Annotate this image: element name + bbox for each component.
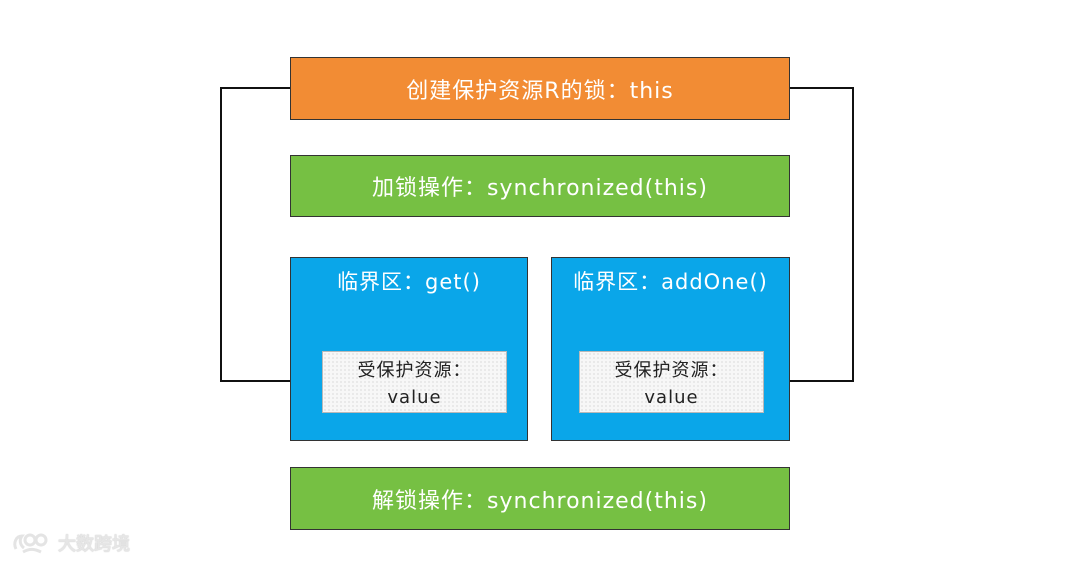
unlock-operation-label: 解锁操作：synchronized(this) (372, 488, 708, 514)
unlock-operation-box: 解锁操作：synchronized(this) (290, 467, 790, 530)
lock-resource-box: 创建保护资源R的锁：this (290, 57, 790, 120)
protected-resource-addone-value: value (644, 387, 699, 408)
critical-section-get: 临界区：get() 受保护资源： value (290, 257, 528, 441)
critical-section-get-title: 临界区：get() (337, 270, 481, 294)
protected-resource-addone-label: 受保护资源： (614, 360, 729, 381)
watermark-logo-icon (13, 533, 48, 554)
lock-resource-label: 创建保护资源R的锁：this (406, 78, 674, 104)
watermark-text: 大数跨境 (58, 534, 130, 555)
protected-resource-addone: 受保护资源： value (579, 351, 764, 413)
lock-operation-box: 加锁操作：synchronized(this) (290, 155, 790, 217)
protected-resource-get-label: 受保护资源： (357, 360, 472, 381)
watermark: 大数跨境 (12, 529, 130, 557)
critical-section-addone-title: 临界区：addOne() (573, 270, 768, 294)
lock-operation-label: 加锁操作：synchronized(this) (372, 176, 708, 201)
protected-resource-get-value: value (387, 387, 442, 408)
critical-section-addone: 临界区：addOne() 受保护资源： value (551, 257, 790, 441)
protected-resource-get: 受保护资源： value (322, 351, 507, 413)
